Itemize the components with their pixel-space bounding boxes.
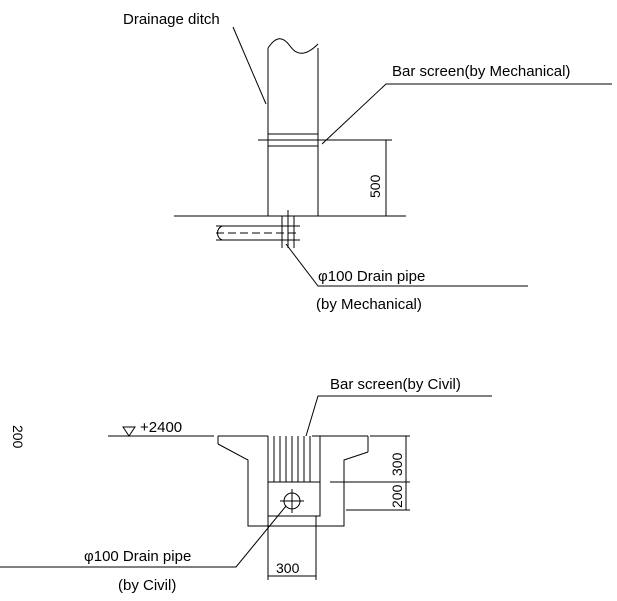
pipe-label-line1: φ100 Drain pipe xyxy=(84,548,191,565)
pit-inner xyxy=(267,436,321,517)
ditch-label: Drainage ditch xyxy=(123,11,220,28)
dim-200: 200 xyxy=(389,484,405,508)
ditch-leader xyxy=(232,26,267,105)
bar-screen-label: Bar screen(by Civil) xyxy=(330,376,461,393)
pipe-end xyxy=(217,225,223,241)
pipe-label-line1: φ100 Drain pipe xyxy=(318,268,425,285)
level-label: +2400 xyxy=(140,419,182,436)
dim-300-horizontal: 300 xyxy=(276,560,300,576)
pipe-leader xyxy=(0,505,287,568)
bar-screen-label: Bar screen(by Mechanical) xyxy=(392,63,570,80)
bar-screen-leader xyxy=(321,83,612,145)
top-detail: 500 Drainage ditch Bar screen(by Mechani… xyxy=(123,11,612,313)
pipe-label-line2: (by Mechanical) xyxy=(316,296,422,313)
pipe-label-line2: (by Civil) xyxy=(118,577,176,594)
bottom-detail: +2400 300 200 300 xyxy=(0,376,492,594)
level-triangle xyxy=(122,426,136,437)
break-line xyxy=(267,38,319,54)
bar-screen-leader xyxy=(305,395,492,437)
margin-text: 200 xyxy=(10,425,26,449)
pit-outer xyxy=(217,443,369,527)
dim-300-vertical: 300 xyxy=(389,452,405,476)
pipe-leader xyxy=(285,243,528,287)
dim-500: 500 xyxy=(367,174,383,198)
